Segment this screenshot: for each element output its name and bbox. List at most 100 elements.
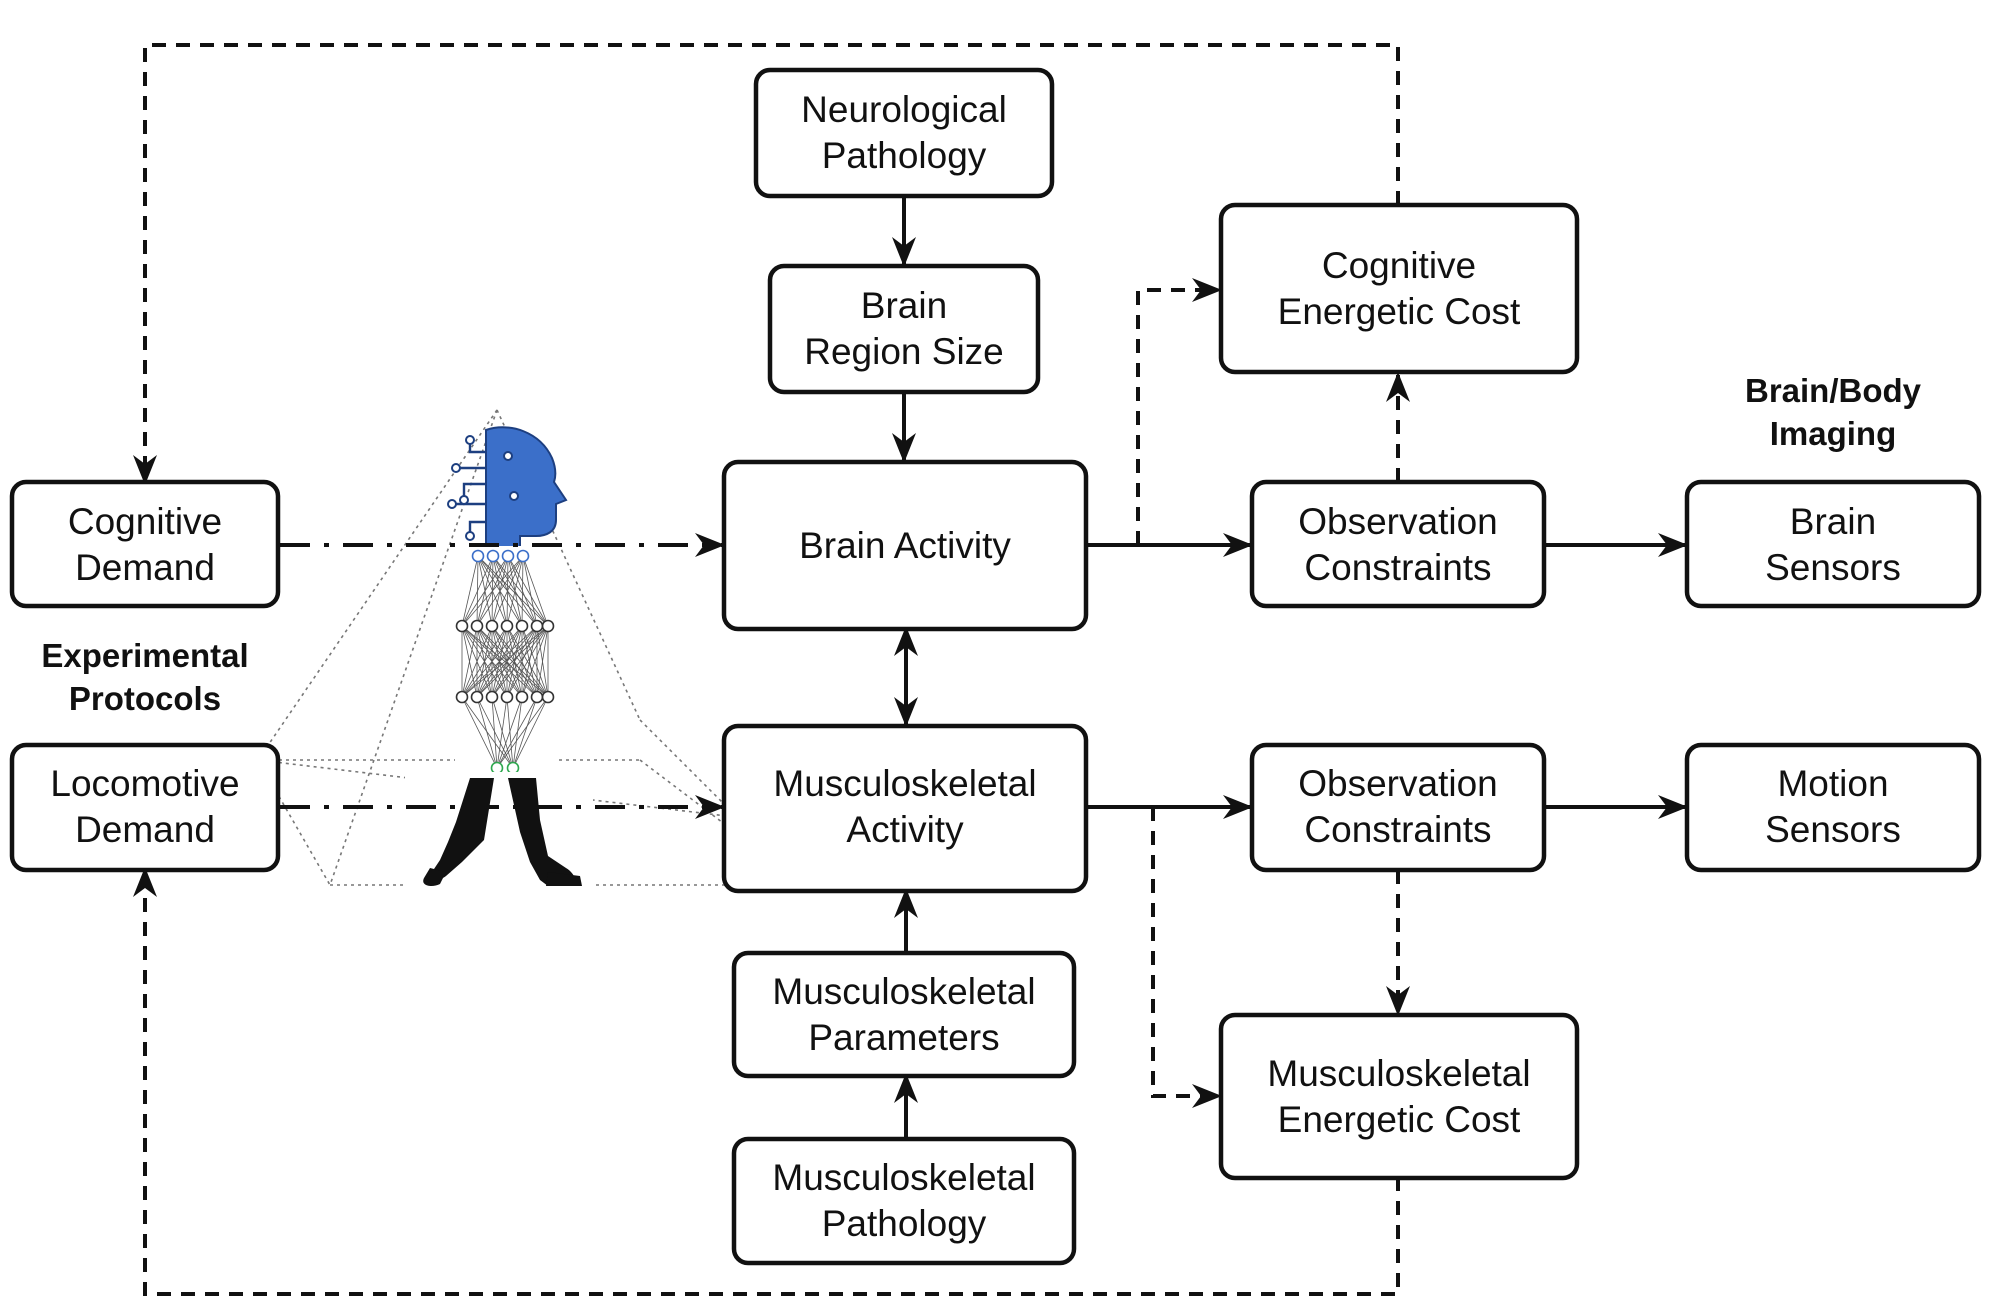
box-musculoskeletal-pathology <box>731 1136 1077 1266</box>
box-brain-activity <box>721 459 1089 632</box>
network-node <box>530 690 544 704</box>
network-node <box>541 690 555 704</box>
network-connection <box>507 555 549 627</box>
network-connection <box>506 625 549 698</box>
network-connection <box>476 625 549 698</box>
network-connection <box>536 625 549 698</box>
network-connection <box>496 696 523 769</box>
musculoskeletal-parameters-line1: Musculoskeletal <box>772 971 1035 1012</box>
box-cognitive-energetic-cost <box>1218 202 1580 375</box>
neurological-pathology-line1: Neurological <box>801 89 1007 130</box>
connectors <box>133 43 1688 1296</box>
brain-sensors-line1: Brain <box>1790 501 1876 542</box>
network-node <box>506 761 520 775</box>
network-connection <box>496 696 538 769</box>
network-node <box>470 690 484 704</box>
network-connection <box>506 555 524 627</box>
locomotive-demand-line1: Locomotive <box>50 763 239 804</box>
edge-brain-to-cognitive-cost <box>1136 278 1222 545</box>
network-connection <box>512 696 549 769</box>
network-connection <box>522 555 538 627</box>
motion-sensors-line1: Motion <box>1777 763 1888 804</box>
experimental-protocols-line2: Protocols <box>69 680 221 717</box>
network-connection <box>461 555 479 627</box>
network-connection <box>476 625 538 698</box>
brain-activity-label: Brain Activity <box>799 525 1011 566</box>
box-brain-region-size <box>767 263 1041 395</box>
illustration <box>257 409 806 900</box>
network-connection <box>491 696 514 769</box>
box-brain-sensors <box>1684 479 1982 609</box>
network-connection <box>496 696 549 769</box>
network-connection <box>476 696 498 769</box>
edge-cognitive-cost-feedback <box>133 43 1400 485</box>
network-node <box>515 690 529 704</box>
network-connection <box>461 625 549 698</box>
network-node <box>485 619 499 633</box>
network-connection <box>461 696 498 769</box>
network-node <box>471 549 485 563</box>
network-connection <box>506 696 514 769</box>
boxes <box>9 67 1982 1266</box>
network-node <box>501 549 515 563</box>
musculoskeletal-parameters-line2: Parameters <box>808 1017 999 1058</box>
network-node <box>486 549 500 563</box>
observation-constraints-motion-line1: Observation <box>1298 763 1498 804</box>
network-node <box>455 619 469 633</box>
network-connection <box>461 696 514 769</box>
musculoskeletal-pathology-line2: Pathology <box>822 1203 987 1244</box>
box-locomotive-demand <box>9 742 281 873</box>
network-connection <box>491 625 549 698</box>
network-node <box>455 690 469 704</box>
musculoskeletal-energetic-cost-line1: Musculoskeletal <box>1267 1053 1530 1094</box>
motion-sensors-line2: Sensors <box>1765 809 1901 850</box>
network-connection <box>491 625 538 698</box>
observation-constraints-motion-line2: Constraints <box>1304 809 1491 850</box>
neural-network-icon <box>455 546 555 775</box>
network-connection <box>461 555 494 627</box>
network-connection <box>461 625 508 698</box>
network-connection <box>521 555 524 627</box>
box-neurological-pathology <box>753 67 1055 199</box>
brain-region-size-line1: Brain <box>861 285 947 326</box>
network-connection <box>521 625 549 698</box>
observation-constraints-brain-line1: Observation <box>1298 501 1498 542</box>
network-node <box>515 619 529 633</box>
musculoskeletal-activity-line1: Musculoskeletal <box>773 763 1036 804</box>
network-connection <box>461 625 523 698</box>
network-node <box>516 549 530 563</box>
network-connection <box>496 696 508 769</box>
network-node <box>485 690 499 704</box>
box-musculoskeletal-energetic-cost <box>1218 1012 1580 1181</box>
box-observation-constraints-motion <box>1249 742 1547 873</box>
network-node <box>541 619 555 633</box>
box-musculoskeletal-activity <box>721 723 1089 894</box>
ai-head-icon <box>447 426 568 549</box>
network-node <box>500 690 514 704</box>
box-cognitive-demand <box>9 479 281 609</box>
brain-sensors-line2: Sensors <box>1765 547 1901 588</box>
box-musculoskeletal-parameters <box>731 950 1077 1079</box>
network-connection <box>491 555 524 627</box>
edge-musculo-cost-feedback <box>133 867 1400 1296</box>
network-connection <box>461 555 509 627</box>
walking-legs-icon <box>405 772 593 900</box>
network-connection <box>476 696 514 769</box>
cognitive-energetic-cost-line1: Cognitive <box>1322 245 1476 286</box>
network-node <box>500 619 514 633</box>
